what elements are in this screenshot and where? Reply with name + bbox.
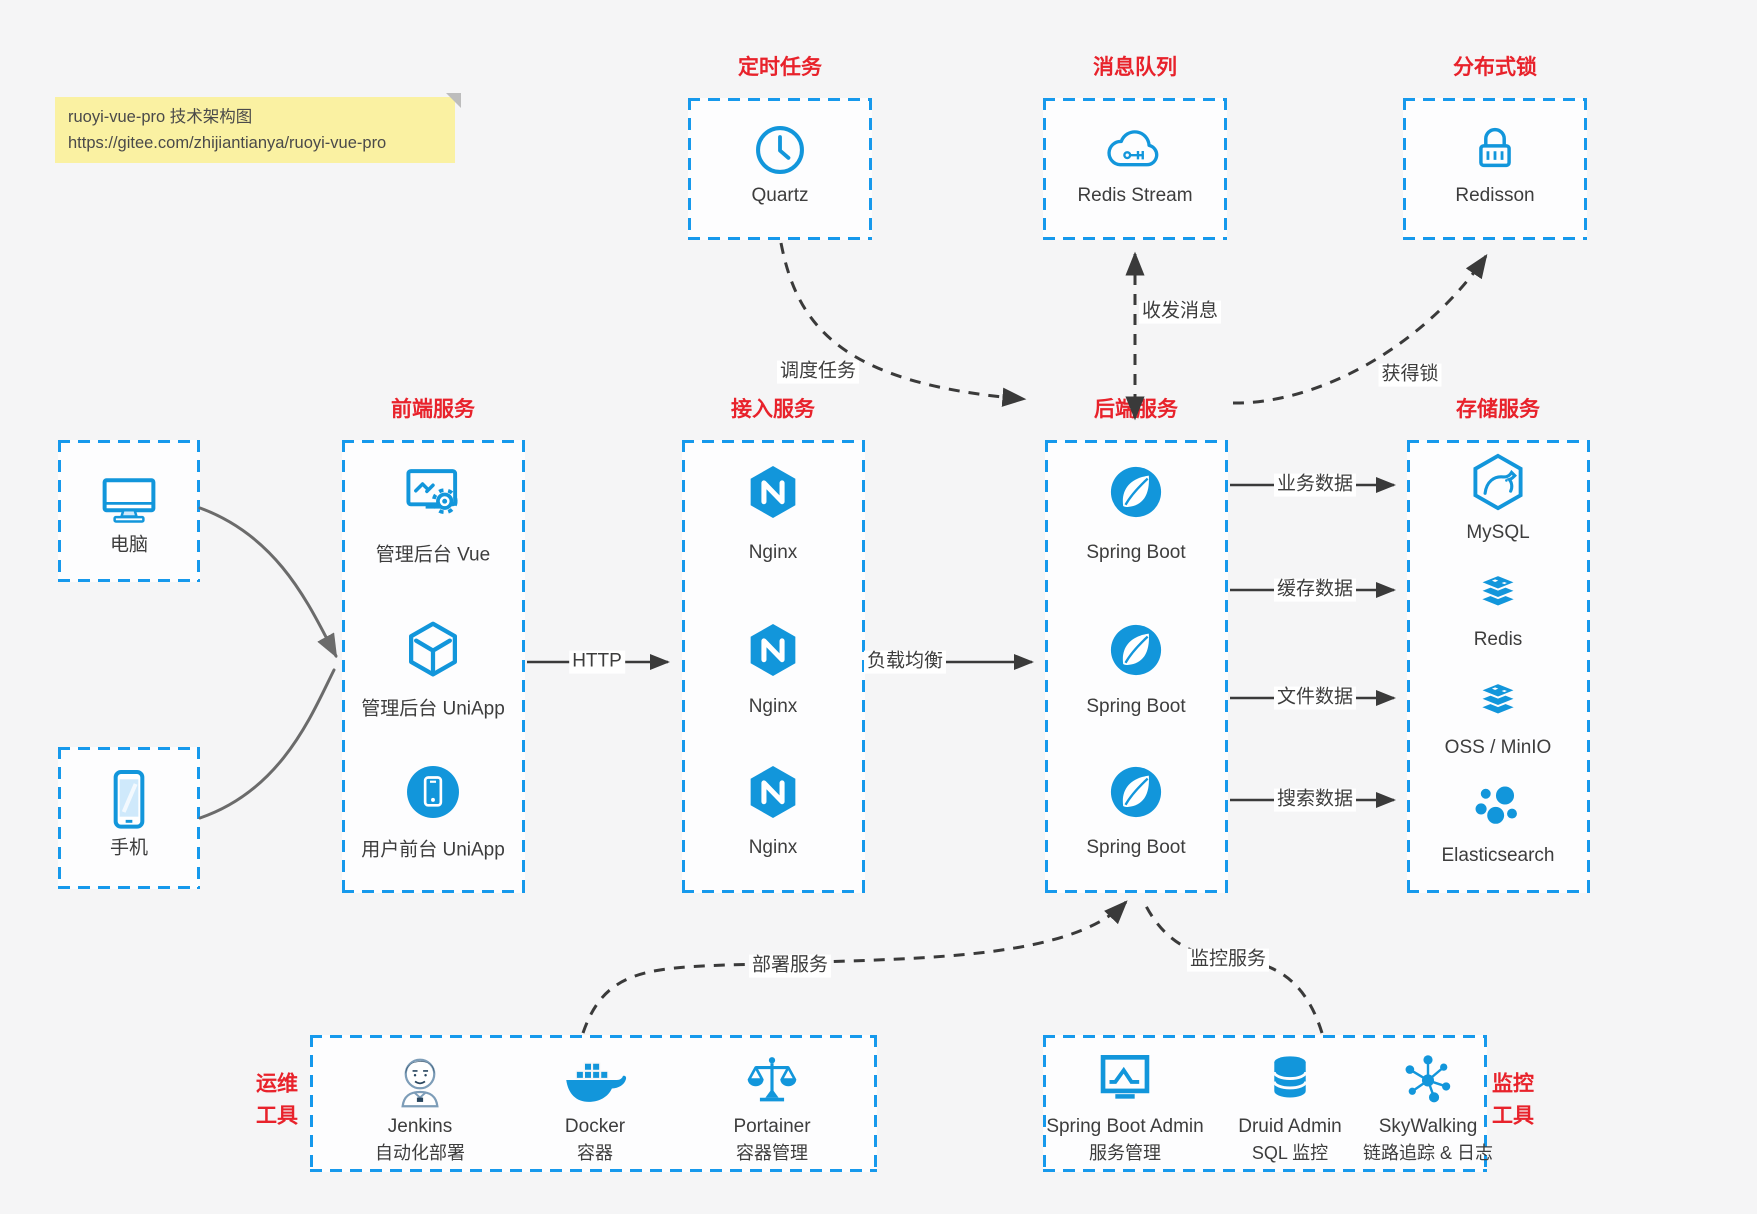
node-desc-docker: 容器 — [577, 1143, 613, 1163]
edge-label-message: 收发消息 — [1138, 300, 1222, 324]
node-label-redis: Redis — [1473, 629, 1523, 650]
group-dlock-box — [1403, 98, 1587, 240]
spring-boot-icon — [1108, 622, 1164, 678]
node-label-docker: Docker — [564, 1116, 626, 1137]
lock-icon — [1469, 122, 1521, 174]
node-label-skywalking: SkyWalking — [1378, 1116, 1478, 1137]
node-label-elasticsearch: Elasticsearch — [1441, 845, 1555, 866]
node-desc-skywalking: 链路追踪 & 日志 — [1362, 1143, 1494, 1163]
uniapp-cube-icon — [403, 620, 463, 680]
node-desc-druid: SQL 监控 — [1251, 1143, 1329, 1163]
node-label-mysql: MySQL — [1466, 522, 1530, 543]
group-title-ops: 运维 工具 — [256, 1072, 298, 1128]
portainer-scales-icon — [743, 1051, 801, 1107]
node-label-springboot-3: Spring Boot — [1086, 837, 1186, 858]
nginx-icon — [744, 621, 802, 679]
cloud-stream-icon — [1104, 124, 1166, 172]
edge-pc-to-frontend — [198, 506, 338, 659]
edge-label-file-data: 文件数据 — [1273, 686, 1357, 710]
node-label-springboot-2: Spring Boot — [1086, 696, 1186, 717]
node-label-druid: Druid Admin — [1238, 1116, 1342, 1137]
sticky-note: ruoyi-vue-pro 技术架构图 https://gitee.com/zh… — [55, 93, 461, 163]
clock-icon — [753, 123, 807, 177]
edge-label-cache-data: 缓存数据 — [1273, 578, 1357, 602]
jenkins-icon — [390, 1048, 450, 1110]
redis-stack-icon — [1469, 678, 1527, 722]
edge-label-monitor: 监控服务 — [1186, 948, 1270, 972]
edge-label-schedule: 调度任务 — [776, 360, 860, 384]
group-title-gateway: 接入服务 — [731, 398, 815, 421]
device-label-mobile: 手机 — [109, 837, 149, 859]
device-pc-box — [58, 440, 200, 582]
group-title-frontend: 前端服务 — [391, 398, 475, 421]
desktop-icon — [99, 472, 159, 527]
group-title-monitoring: 监控 工具 — [1492, 1072, 1534, 1128]
device-label-pc: 电脑 — [109, 534, 149, 556]
group-storage-box — [1407, 440, 1590, 893]
nginx-icon — [744, 763, 802, 821]
edge-get-lock — [1232, 254, 1488, 405]
group-scheduler-box — [688, 98, 872, 240]
note-url: https://gitee.com/zhijiantianya/ruoyi-vu… — [68, 133, 387, 152]
skywalking-nodes-icon — [1399, 1049, 1457, 1107]
smartphone-icon — [106, 768, 152, 832]
redis-stack-icon — [1469, 570, 1527, 614]
edge-mobile-to-frontend — [198, 668, 336, 820]
group-title-backend: 后端服务 — [1094, 398, 1178, 421]
admin-monitor-gear-icon — [401, 463, 465, 522]
node-label-admin-uniapp: 管理后台 UniApp — [361, 698, 505, 720]
node-label-redisson: Redisson — [1455, 185, 1535, 206]
group-mq-box — [1043, 98, 1227, 240]
edge-label-deploy: 部署服务 — [748, 954, 832, 978]
edge-label-get-lock: 获得锁 — [1378, 363, 1442, 387]
group-title-scheduler: 定时任务 — [738, 56, 822, 79]
spring-boot-icon — [1108, 764, 1164, 820]
database-icon — [1264, 1051, 1316, 1105]
node-label-portainer: Portainer — [733, 1116, 811, 1137]
node-label-nginx-1: Nginx — [748, 542, 798, 563]
node-desc-jenkins: 自动化部署 — [375, 1143, 465, 1163]
node-label-quartz: Quartz — [751, 185, 809, 206]
node-label-nginx-2: Nginx — [748, 696, 798, 717]
edge-label-http: HTTP — [569, 650, 625, 674]
elasticsearch-icon — [1470, 780, 1526, 832]
node-label-nginx-3: Nginx — [748, 837, 798, 858]
phone-circle-icon — [404, 763, 462, 821]
nginx-icon — [744, 463, 802, 521]
node-label-jenkins: Jenkins — [387, 1116, 453, 1137]
spring-boot-icon — [1108, 464, 1164, 520]
device-mobile-box — [58, 747, 200, 889]
node-desc-sba: 服务管理 — [1089, 1143, 1161, 1163]
edge-label-business-data: 业务数据 — [1273, 473, 1357, 497]
node-desc-portainer: 容器管理 — [736, 1143, 808, 1163]
group-title-dlock: 分布式锁 — [1453, 56, 1537, 79]
node-label-sba: Spring Boot Admin — [1046, 1116, 1204, 1137]
node-label-user-uniapp: 用户前台 UniApp — [361, 839, 505, 861]
node-label-springboot-1: Spring Boot — [1086, 542, 1186, 563]
admin-chart-icon — [1094, 1049, 1156, 1107]
node-label-oss-minio: OSS / MinIO — [1444, 737, 1552, 758]
node-label-redis-stream: Redis Stream — [1077, 185, 1193, 206]
docker-icon — [562, 1055, 628, 1105]
group-title-storage: 存储服务 — [1456, 398, 1540, 421]
note-title: ruoyi-vue-pro 技术架构图 — [68, 108, 253, 126]
mysql-icon — [1467, 452, 1529, 514]
group-title-mq: 消息队列 — [1093, 56, 1177, 79]
node-label-admin-vue: 管理后台 Vue — [375, 544, 491, 566]
edge-label-search-data: 搜索数据 — [1273, 788, 1357, 812]
edge-deploy-service — [581, 900, 1128, 1034]
edge-label-load-balance: 负载均衡 — [863, 650, 947, 674]
